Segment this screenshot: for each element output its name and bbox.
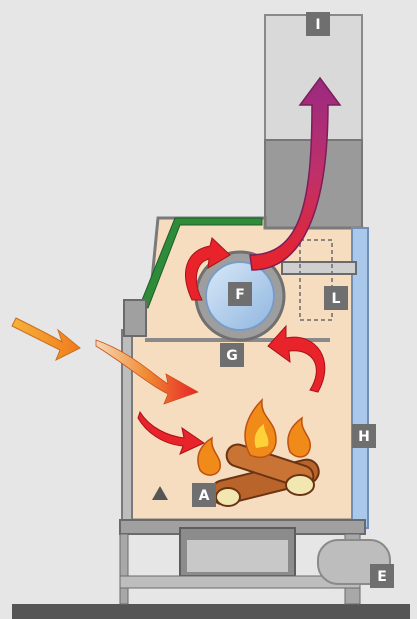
warm-flow-arrow-lower [137,410,206,455]
cold-air-arrow [11,317,81,362]
floor [12,604,410,619]
label-G-text: G [226,348,238,364]
label-F-text: F [235,287,245,303]
grate-lip [152,486,168,500]
label-tag-I: I [306,12,330,36]
fan-module [281,239,357,321]
warm-air-return-arrow [267,324,326,393]
label-A-text: A [199,488,210,504]
label-I-text: I [315,17,320,33]
label-E-text: E [377,569,387,585]
firewood-logs [210,443,320,507]
label-L-text: L [332,291,341,307]
label-tag-H: H [352,424,376,448]
label-tag-L: L [324,286,348,310]
recirculation-arrow [185,237,231,301]
green-hood [139,217,263,309]
label-tag-F: F [228,282,252,306]
warm-flow-arrow-upper [95,339,199,405]
label-tag-G: G [220,343,244,367]
fire-flames [197,397,311,476]
air-inlet-collar [123,299,147,337]
label-tag-E: E [370,564,394,588]
exhaust-arrow [249,76,342,271]
label-tag-A: A [192,483,216,507]
label-H-text: H [358,429,370,445]
